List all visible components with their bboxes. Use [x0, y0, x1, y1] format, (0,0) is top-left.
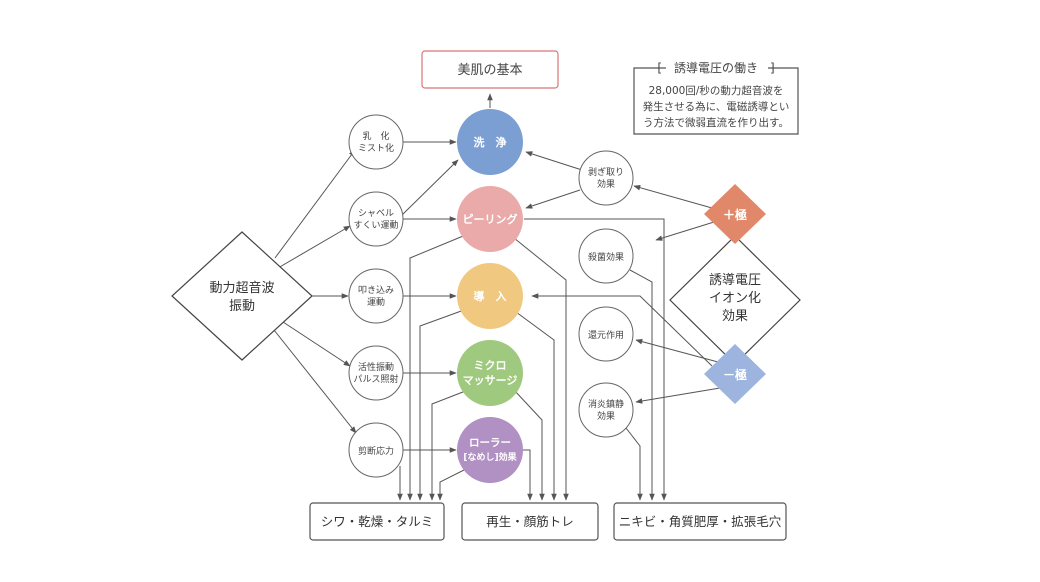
left-node-line: 剪断応力 [358, 445, 394, 457]
top-box-label: 美肌の基本 [457, 63, 522, 78]
result-box-acne: ニキビ・角質肥厚・拡張毛穴 [613, 502, 787, 541]
right-diamond-line: イオン化 [709, 291, 761, 306]
left-node-line: 運動 [367, 297, 385, 308]
right-diamond: 誘導電圧 イオン化 効果 [669, 235, 801, 365]
note-line: 28,000回/秒の動力超音波を [649, 84, 784, 97]
note-line: う方法で微弱直流を作り出す。 [643, 116, 789, 129]
center-node-roller: ローラー [なめし]効果 [457, 417, 523, 483]
right-diamond-line: 効果 [722, 309, 748, 324]
left-node-line: ミスト化 [358, 142, 394, 154]
note-line: 発生させる為に、電磁誘導とい [643, 100, 790, 113]
plus-pole-label: ＋極 [723, 207, 747, 222]
note-box: [ 誘導電圧の働き ] 28,000回/秒の動力超音波を 発生させる為に、電磁誘… [633, 61, 799, 135]
center-node-cleansing: 洗 浄 [457, 109, 523, 175]
left-node-line: パルス照射 [353, 373, 398, 385]
right-node-line: 剥ぎ取り [588, 166, 624, 178]
center-node-peeling: ピーリング [457, 186, 523, 252]
center-node-line: マッサージ [463, 374, 518, 387]
minus-pole-label: －極 [723, 367, 747, 382]
right-node-line: 消炎鎮静 [588, 398, 624, 410]
left-diamond-line: 振動 [229, 299, 255, 314]
left-diamond: 動力超音波 振動 [171, 231, 313, 361]
center-node-micro-massage: ミクロ マッサージ [457, 340, 523, 406]
right-node-line: 還元作用 [588, 329, 624, 341]
left-diamond-line: 動力超音波 [209, 280, 274, 296]
left-node-line: 活性振動 [358, 361, 394, 373]
right-node: 殺菌効果 [578, 228, 634, 284]
left-node: シャベル すくい運動 [348, 191, 404, 247]
center-node-line: ローラー [469, 437, 511, 449]
left-node: 乳 化 ミスト化 [348, 114, 404, 170]
center-node-line: 洗 浄 [474, 135, 507, 149]
left-node-line: すくい運動 [353, 220, 398, 231]
plus-pole: ＋極 [704, 184, 766, 244]
center-node-line: ピーリング [463, 212, 518, 226]
right-diamond-line: 誘導電圧 [709, 273, 761, 288]
right-node: 消炎鎮静 効果 [578, 382, 634, 438]
right-node-line: 効果 [597, 178, 615, 190]
note-title: [ 誘導電圧の働き ] [657, 61, 774, 75]
left-node-line: 乳 化 [362, 130, 389, 142]
right-node: 剥ぎ取り 効果 [578, 150, 634, 206]
center-node-line: [なめし]効果 [463, 451, 517, 463]
left-node: 活性振動 パルス照射 [348, 345, 404, 401]
result-box-wrinkles: シワ・乾燥・タルミ [309, 502, 445, 541]
right-node-line: 殺菌効果 [588, 251, 624, 263]
right-node-line: 効果 [597, 410, 615, 422]
result-box-label: 再生・顔筋トレ [486, 514, 574, 529]
result-box-label: シワ・乾燥・タルミ [321, 514, 434, 529]
left-node-line: シャベル [358, 209, 394, 219]
left-node: 剪断応力 [348, 422, 404, 478]
center-node-line: 導 入 [474, 289, 507, 303]
result-box-regeneration: 再生・顔筋トレ [461, 502, 599, 541]
connector-arrows [273, 93, 721, 501]
left-node: 叩き込み 運動 [348, 268, 404, 324]
center-node-line: ミクロ [474, 359, 507, 372]
top-box: 美肌の基本 [421, 50, 559, 89]
minus-pole: －極 [704, 344, 766, 404]
left-node-line: 叩き込み [358, 285, 394, 296]
right-node: 還元作用 [578, 306, 634, 362]
center-node-infusion: 導 入 [457, 263, 523, 329]
result-box-label: ニキビ・角質肥厚・拡張毛穴 [619, 514, 782, 529]
